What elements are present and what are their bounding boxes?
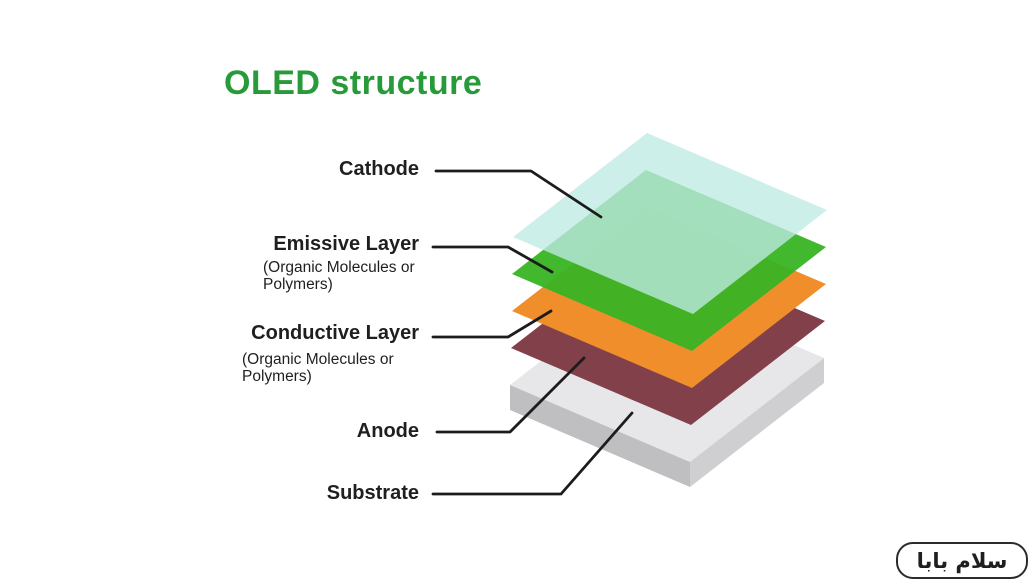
- watermark-text: سلام بابا: [916, 548, 1008, 573]
- cathode-layer: [513, 133, 827, 314]
- substrate-leader-line: [431, 411, 634, 496]
- page-title: OLED structure: [224, 64, 483, 102]
- label-cathode: Cathode: [339, 158, 419, 180]
- emissive-leader-line: [431, 245, 554, 274]
- label-conductive-layer: Conductive Layer: [251, 322, 419, 344]
- watermark-badge: سلام بابا: [896, 542, 1028, 579]
- substrate-right-face: [690, 358, 824, 487]
- leader-lines: [431, 169, 634, 496]
- sublabel-emissive-organic: (Organic Molecules or Polymers): [263, 259, 415, 293]
- substrate-left-face: [510, 385, 690, 487]
- anode-leader-line: [435, 356, 586, 434]
- label-substrate: Substrate: [326, 482, 419, 504]
- label-anode: Anode: [356, 420, 419, 442]
- label-emissive-layer: Emissive Layer: [273, 233, 419, 255]
- cathode-leader-line: [434, 169, 603, 219]
- sublabel-conductive-organic: (Organic Molecules or Polymers): [242, 351, 394, 385]
- conductive-leader-line: [431, 309, 553, 339]
